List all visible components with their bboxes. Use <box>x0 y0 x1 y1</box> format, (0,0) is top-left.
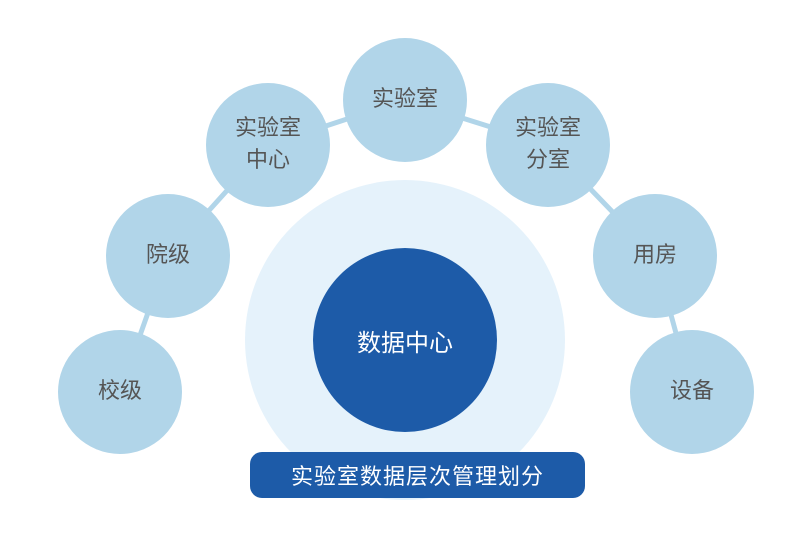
node-lab-center: 实验室 中心 <box>206 83 330 207</box>
diagram-title-banner: 实验室数据层次管理划分 <box>250 452 585 498</box>
node-rooms: 用房 <box>593 194 717 318</box>
data-center-node: 数据中心 <box>313 248 497 432</box>
node-college-level: 院级 <box>106 194 230 318</box>
node-equipment: 设备 <box>630 330 754 454</box>
node-school-level: 校级 <box>58 330 182 454</box>
node-lab-branch: 实验室 分室 <box>486 83 610 207</box>
node-lab: 实验室 <box>343 38 467 162</box>
